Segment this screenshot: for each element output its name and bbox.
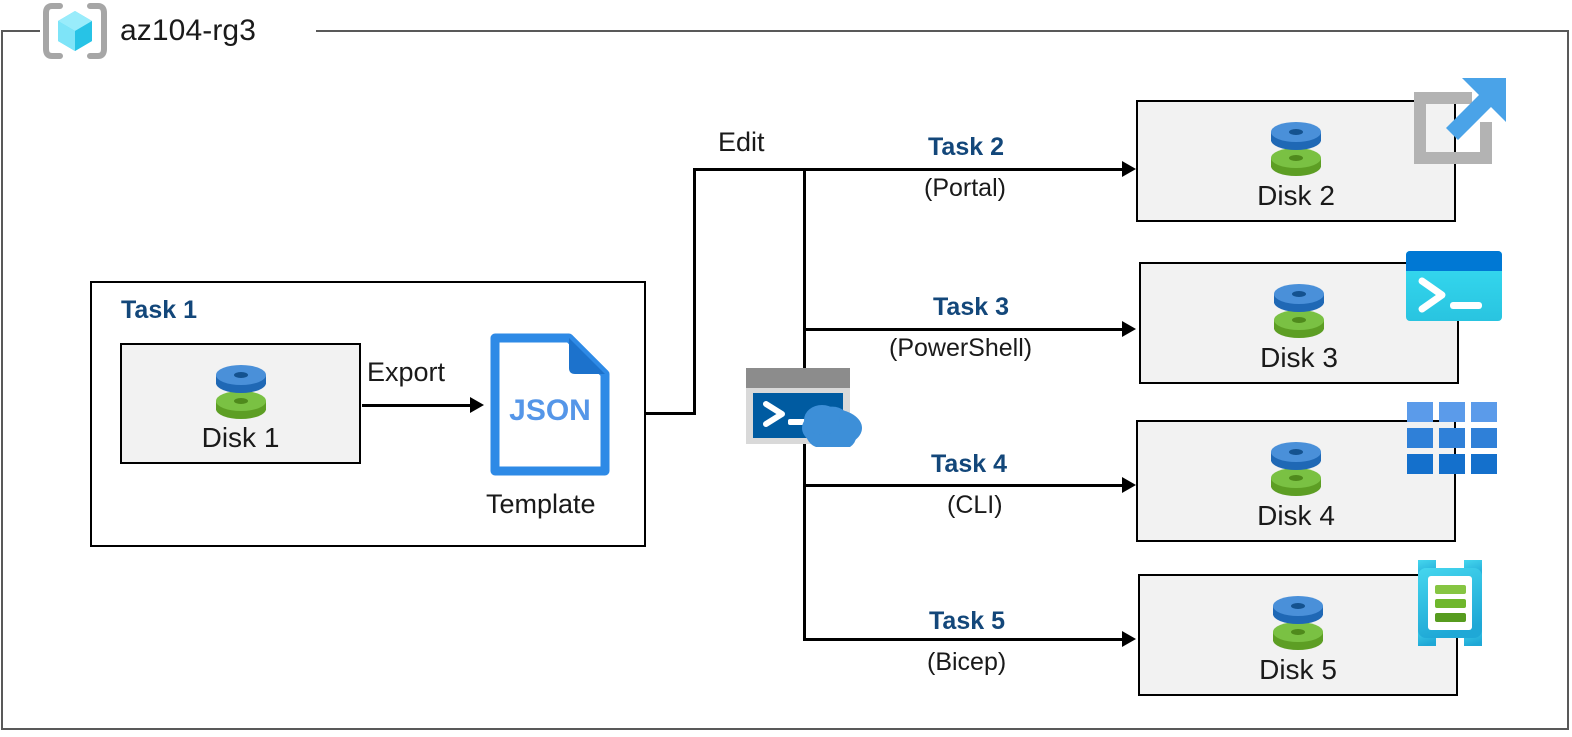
export-arrowhead [470,397,484,413]
task4-arrow-line [803,484,1130,487]
task3-label: Task 3 [933,293,1009,321]
disk5-box: Disk 5 [1138,574,1458,696]
disk4-box: Disk 4 [1136,420,1456,542]
json-file-icon: JSON [489,332,611,477]
edit-rail-to-task2 [693,168,1130,171]
task3-method-label: (PowerShell) [889,334,1033,362]
template-caption: Template [486,489,596,519]
disk1-box: Disk 1 [120,343,361,464]
disk2-label: Disk 2 [1257,180,1335,211]
edit-connector-riser [693,168,696,415]
disk5-label: Disk 5 [1259,654,1337,685]
disk3-label: Disk 3 [1260,342,1338,373]
resource-group-header: az104-rg3 [43,2,256,60]
task5-arrowhead [1122,631,1136,647]
managed-disk-icon [1265,114,1327,180]
cloud-shell-icon [744,366,864,448]
resource-group-frame [1,30,1569,730]
task4-label: Task 4 [931,450,1007,478]
task1-label: Task 1 [121,296,197,324]
export-arrow-line [362,404,472,407]
edit-label: Edit [718,127,765,157]
resource-group-cube-icon [43,2,107,60]
task3-arrow-line [803,328,1130,331]
disk4-label: Disk 4 [1257,500,1335,531]
task4-arrowhead [1122,477,1136,493]
export-arrow-label: Export [367,357,446,387]
task2-label: Task 2 [928,133,1004,161]
task5-method-label: (Bicep) [927,648,1007,676]
task4-method-label: (CLI) [947,491,1003,519]
task5-label: Task 5 [929,607,1005,635]
edit-connector-stub [645,412,695,415]
disk3-box: Disk 3 [1139,262,1459,384]
managed-disk-icon [1267,588,1329,654]
svg-text:JSON: JSON [509,394,591,427]
managed-disk-icon [1265,434,1327,500]
task2-method-label: (Portal) [924,174,1006,202]
resource-group-name: az104-rg3 [120,14,256,47]
task3-arrowhead [1122,321,1136,337]
managed-disk-icon [210,357,272,423]
disk2-box: Disk 2 [1136,100,1456,222]
disk1-label: Disk 1 [201,422,280,453]
powershell-icon [1406,251,1502,321]
task5-arrow-line [803,638,1130,641]
azure-portal-icon [1408,72,1512,176]
azure-cli-icon [1407,402,1497,474]
bicep-icon [1404,558,1496,648]
managed-disk-icon [1268,276,1330,342]
task2-arrowhead [1122,161,1136,177]
